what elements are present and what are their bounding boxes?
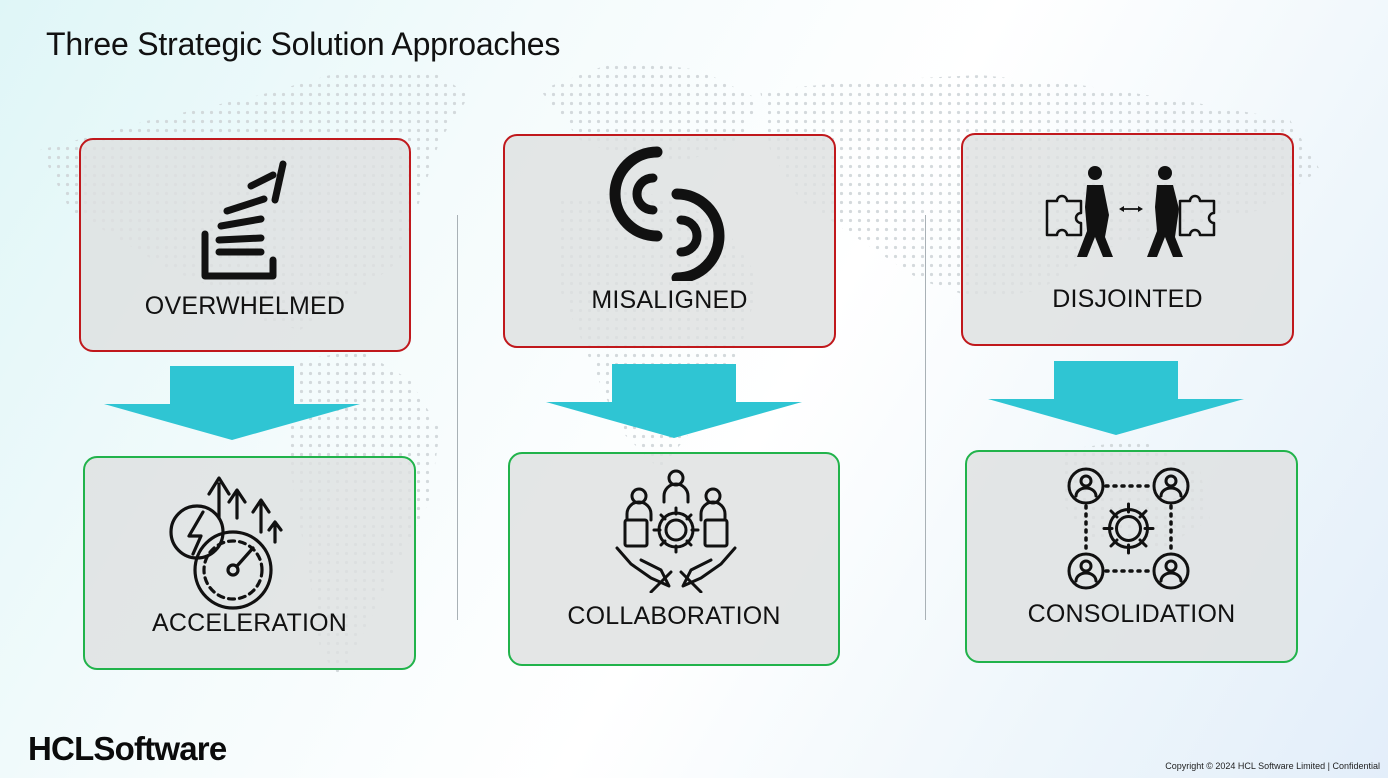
collaboration-icon <box>615 469 737 593</box>
solution-label: ACCELERATION <box>151 609 348 637</box>
down-arrow-icon <box>988 361 1244 435</box>
solution-card-acceleration: ACCELERATION <box>83 456 416 670</box>
problem-label: OVERWHELMED <box>144 292 346 320</box>
consolidation-icon <box>1067 467 1190 590</box>
disjointed-icon <box>1045 166 1216 257</box>
brand-logo: HCLSoftware <box>28 730 227 767</box>
solution-card-collaboration: COLLABORATION <box>508 452 840 666</box>
problem-label: MISALIGNED <box>591 286 748 314</box>
solution-card-consolidation: CONSOLIDATION <box>965 450 1298 663</box>
problem-label: DISJOINTED <box>1052 285 1203 313</box>
problem-card-misaligned: MISALIGNED <box>503 134 836 348</box>
solution-label: CONSOLIDATION <box>1027 600 1236 628</box>
problem-card-disjointed: DISJOINTED <box>961 133 1294 346</box>
page-title: Three Strategic Solution Approaches <box>46 26 561 62</box>
down-arrow-icon <box>546 364 802 438</box>
acceleration-icon <box>169 476 283 610</box>
misaligned-icon <box>609 146 725 281</box>
problem-card-overwhelmed: OVERWHELMED <box>79 138 411 352</box>
copyright-notice: Copyright © 2024 HCL Software Limited | … <box>1165 761 1380 771</box>
overwhelmed-icon <box>201 160 287 280</box>
column-divider <box>925 215 926 620</box>
solution-label: COLLABORATION <box>567 602 781 630</box>
column-divider <box>457 215 458 620</box>
down-arrow-icon <box>104 366 360 440</box>
